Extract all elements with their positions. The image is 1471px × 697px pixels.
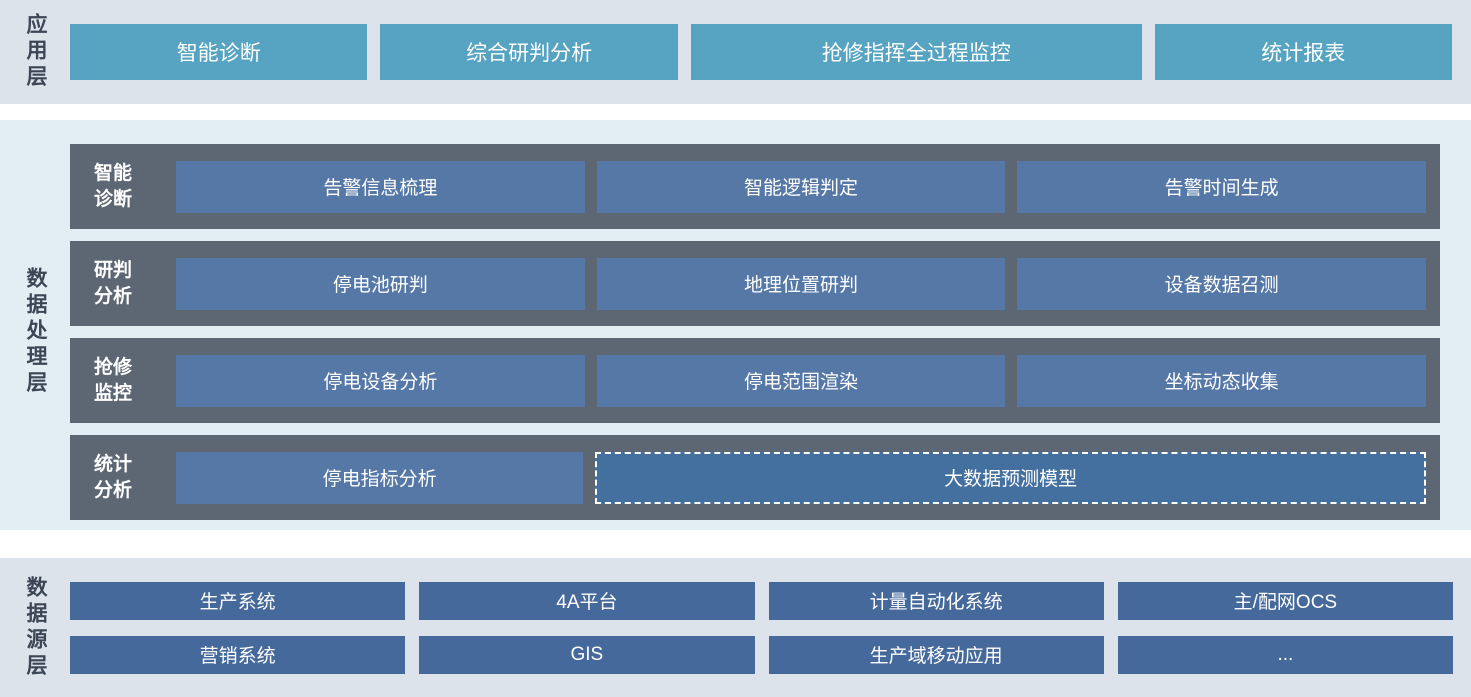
box-outage-range-rendering: 停电范围渲染 <box>596 354 1006 407</box>
application-layer-items: 智能诊断 综合研判分析 抢修指挥全过程监控 统计报表 <box>70 24 1452 80</box>
source-box-metering-automation-system: 计量自动化系统 <box>768 581 1104 620</box>
source-box-ellipsis: ... <box>1117 635 1453 674</box>
box-outage-indicator-analysis: 停电指标分析 <box>176 451 584 504</box>
data-processing-layer-band: 数据处理层 智能 诊断 告警信息梳理 智能逻辑判定 告警时间生成 研判 分析 停… <box>0 120 1471 530</box>
source-box-4a-platform: 4A平台 <box>419 581 755 620</box>
box-intelligent-logic-judgment: 智能逻辑判定 <box>596 160 1006 213</box>
box-outage-battery-analysis: 停电池研判 <box>176 257 585 310</box>
app-box-intelligent-diagnosis: 智能诊断 <box>70 24 368 80</box>
application-layer-label: 应用层 <box>24 13 47 91</box>
process-row-label-statistical-analysis: 统计 分析 <box>94 453 133 501</box>
data-processing-layer-label: 数据处理层 <box>24 267 47 397</box>
application-layer-band: 应用层 智能诊断 综合研判分析 抢修指挥全过程监控 统计报表 <box>0 0 1471 104</box>
app-box-statistical-reports: 统计报表 <box>1154 24 1452 80</box>
process-row-label-repair-monitoring: 抢修 监控 <box>94 356 133 404</box>
source-box-marketing-system: 营销系统 <box>70 635 406 674</box>
source-box-main-distribution-ocs: 主/配网OCS <box>1117 581 1453 620</box>
box-geographic-location-analysis: 地理位置研判 <box>596 257 1006 310</box>
box-alarm-info-organizing: 告警信息梳理 <box>176 160 585 213</box>
process-row-statistical-analysis: 统计 分析 停电指标分析 大数据预测模型 <box>70 435 1440 520</box>
process-row-intelligent-diagnosis: 智能 诊断 告警信息梳理 智能逻辑判定 告警时间生成 <box>70 144 1440 229</box>
box-big-data-prediction-model: 大数据预测模型 <box>595 451 1426 504</box>
source-box-production-system: 生产系统 <box>70 581 406 620</box>
process-row-label-intelligent-diagnosis: 智能 诊断 <box>94 162 133 210</box>
data-source-grid: 生产系统 4A平台 计量自动化系统 主/配网OCS 营销系统 GIS 生产域移动… <box>70 581 1453 674</box>
source-box-gis: GIS <box>419 635 755 674</box>
data-processing-rows: 智能 诊断 告警信息梳理 智能逻辑判定 告警时间生成 研判 分析 停电池研判 地… <box>70 144 1440 520</box>
box-outage-equipment-analysis: 停电设备分析 <box>176 354 585 407</box>
process-row-label-analysis-judgment: 研判 分析 <box>94 259 133 307</box>
box-device-data-recall: 设备数据召测 <box>1017 257 1427 310</box>
data-source-layer-band: 数据源层 生产系统 4A平台 计量自动化系统 主/配网OCS 营销系统 GIS … <box>0 558 1471 697</box>
source-box-production-mobile-app: 生产域移动应用 <box>768 635 1104 674</box>
process-row-repair-monitoring: 抢修 监控 停电设备分析 停电范围渲染 坐标动态收集 <box>70 338 1440 423</box>
box-coordinate-dynamic-collection: 坐标动态收集 <box>1017 354 1427 407</box>
box-alarm-time-generation: 告警时间生成 <box>1017 160 1427 213</box>
app-box-repair-command-monitoring: 抢修指挥全过程监控 <box>690 24 1142 80</box>
data-source-layer-label: 数据源层 <box>24 575 47 680</box>
process-row-analysis-judgment: 研判 分析 停电池研判 地理位置研判 设备数据召测 <box>70 241 1440 326</box>
app-box-comprehensive-analysis: 综合研判分析 <box>380 24 678 80</box>
